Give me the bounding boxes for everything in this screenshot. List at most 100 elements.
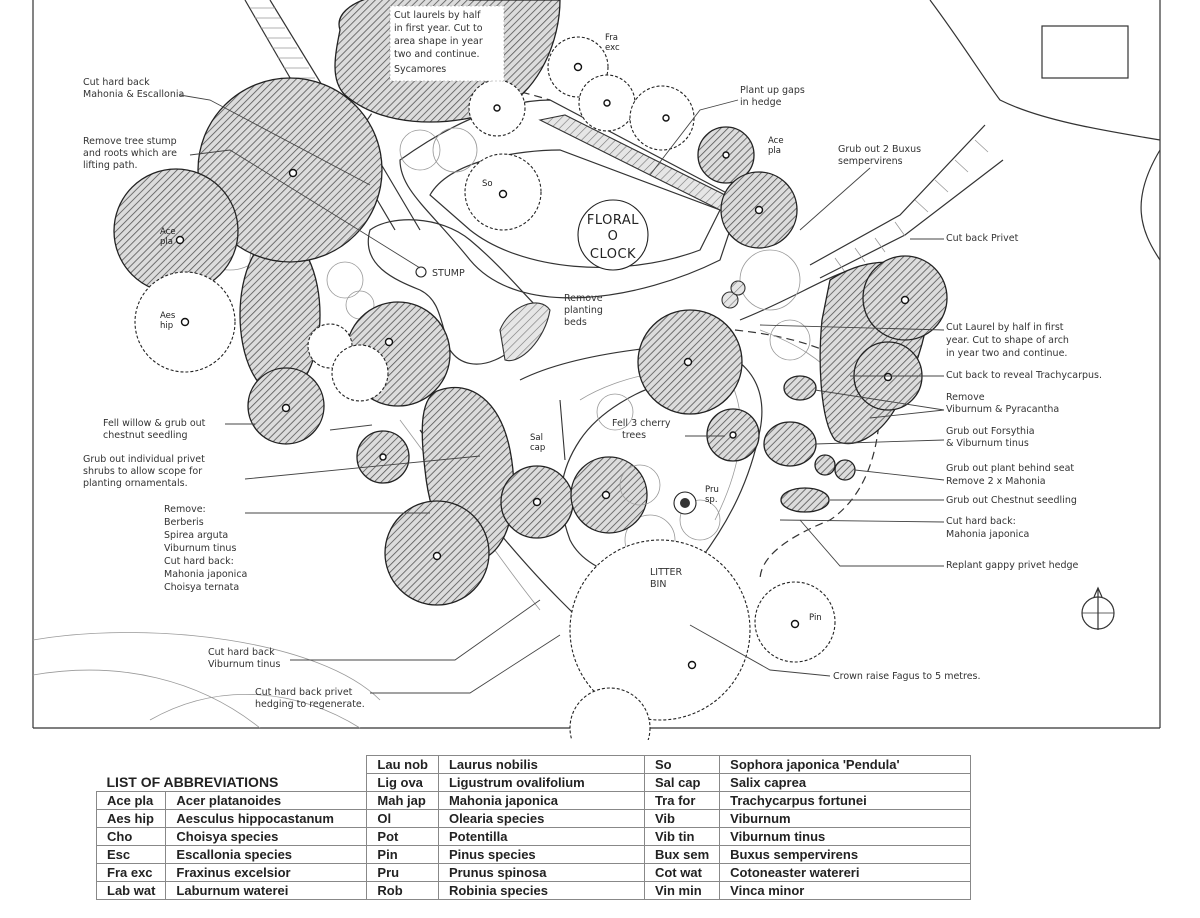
label-ace-pla-top: Ace — [768, 136, 784, 146]
top-annotations: Cut laurels by half in first year. Cut t… — [389, 5, 924, 231]
remove-planting-beds: Remove planting beds — [564, 293, 606, 328]
label-pin: Pin — [809, 613, 822, 623]
note-remove-viburnum: Remove Viburnum & Pyracantha — [946, 392, 1059, 415]
legend-cell-b: Escallonia species — [165, 845, 368, 864]
litter-bin-label: LITTER BIN — [650, 567, 685, 590]
note-remove-stump: Remove tree stump and roots which are li… — [83, 136, 180, 171]
legend-cell-c: Mah jap — [366, 791, 439, 810]
legend-cell-a: Aes hip — [95, 809, 167, 828]
legend-cell-e: Bux sem — [643, 845, 721, 864]
floral-clock-label-1: FLORAL — [587, 213, 639, 228]
legend-cell-f: Viburnum — [719, 809, 972, 828]
note-replant-hedge: Replant gappy privet hedge — [946, 560, 1079, 571]
chestnut-seedling — [780, 487, 830, 513]
legend-cell-c: Pot — [366, 827, 439, 846]
legend-title: LIST OF ABBREVIATIONS — [96, 755, 368, 792]
fell-cherry-label: Fell 3 cherry trees — [612, 418, 674, 441]
note-fell-willow: Fell willow & grub out chestnut seedling — [103, 418, 208, 441]
label-aes-hip: Aes — [160, 311, 176, 321]
legend-cell-f: Sophora japonica 'Pendula' — [719, 755, 972, 774]
label-so: So — [482, 179, 493, 189]
legend-cell-e: Sal cap — [643, 773, 721, 792]
note-cut-privet: Cut hard back privet hedging to regenera… — [255, 687, 365, 710]
note-cut-mahonia: Cut hard back Mahonia & Escallonia — [83, 77, 184, 100]
legend-cell-b: Aesculus hippocastanum — [165, 809, 368, 828]
legend-cell-c: Pru — [366, 863, 439, 882]
legend-cell-a: Esc — [95, 845, 167, 864]
forsythia-mass — [763, 421, 817, 467]
tree-esc — [331, 344, 389, 402]
label-fra-exc: Fra — [605, 33, 618, 43]
legend-cell-c: Rob — [366, 881, 439, 900]
floral-clock-label-2: O — [608, 229, 619, 244]
svg-text:So: So — [482, 179, 493, 189]
legend-cell-d: Pinus species — [437, 845, 645, 864]
legend-cell-e: Tra for — [643, 791, 721, 810]
legend-cell-e: Vin min — [643, 881, 721, 900]
legend-cell-d: Potentilla — [437, 827, 645, 846]
note-grub-buxus: Grub out 2 Buxus sempervirens — [838, 144, 924, 167]
legend-cell-a: Cho — [95, 827, 167, 846]
tree-fagus — [569, 539, 751, 721]
note-grub-plant-seat: Grub out plant behind seat Remove 2 x Ma… — [946, 463, 1077, 487]
note-cut-back-privet: Cut back Privet — [946, 233, 1019, 244]
legend-cell-a: Ace pla — [95, 791, 167, 810]
legend-cell-e: So — [643, 755, 721, 774]
label-pru: Pru — [705, 485, 719, 495]
legend-cell-b: Acer platanoides — [165, 791, 368, 810]
tree-aes-hip-top — [629, 85, 695, 151]
legend-cell-b: Fraxinus excelsior — [165, 863, 368, 882]
note-grub-chestnut: Grub out Chestnut seedling — [946, 495, 1077, 506]
legend-cell-c: Ol — [366, 809, 439, 828]
note-cut-back-reveal: Cut back to reveal Trachycarpus. — [946, 370, 1102, 381]
legend-cell-a: Lab wat — [95, 881, 167, 900]
legend-cell-e: Cot wat — [643, 863, 721, 882]
note-cut-mahonia-jap: Cut hard back: Mahonia japonica — [946, 516, 1029, 540]
viburnum-mass — [783, 375, 817, 401]
note-cut-viburnum: Cut hard back Viburnum tinus — [208, 647, 280, 670]
legend-cell-c: Lig ova — [366, 773, 439, 792]
note-remove-list: Remove: Berberis Spirea arguta Viburnum … — [164, 504, 250, 593]
legend-cell-f: Viburnum tinus — [719, 827, 972, 846]
note-grub-forsythia: Grub out Forsythia & Viburnum tinus — [946, 426, 1038, 449]
legend-cell-d: Robinia species — [437, 881, 645, 900]
floral-clock — [577, 199, 649, 271]
legend-cell-e: Vib — [643, 809, 721, 828]
floral-clock-label-3: CLOCK — [590, 247, 636, 262]
stump-marker — [415, 266, 427, 278]
legend-cell-f: Buxus sempervirens — [719, 845, 972, 864]
legend-cell-f: Trachycarpus fortunei — [719, 791, 972, 810]
legend-cell-d: Mahonia japonica — [437, 791, 645, 810]
svg-text:CLOCK: CLOCK — [590, 247, 636, 262]
left-annotations: Cut hard back Mahonia & Escallonia Remov… — [83, 77, 561, 710]
legend-cell-d: Prunus spinosa — [437, 863, 645, 882]
svg-text:O: O — [608, 229, 619, 244]
svg-text:Pin: Pin — [809, 613, 822, 623]
legend-cell-b: Choisya species — [165, 827, 368, 846]
label-ace-pla-left: Ace — [160, 227, 176, 237]
north-arrow-icon — [1081, 586, 1115, 630]
steps-right — [809, 124, 1004, 279]
note-cut-laurel-half: Cut Laurel by half in first year. Cut to… — [946, 322, 1072, 359]
legend-cell-d: Laurus nobilis — [437, 755, 645, 774]
legend-cell-b: Laburnum waterei — [165, 881, 368, 900]
note-cut-laurels: Cut laurels by half in first year. Cut t… — [394, 10, 486, 75]
legend-cell-f: Salix caprea — [719, 773, 972, 792]
stump-label: STUMP — [432, 268, 465, 279]
legend-cell-a: Fra exc — [95, 863, 167, 882]
